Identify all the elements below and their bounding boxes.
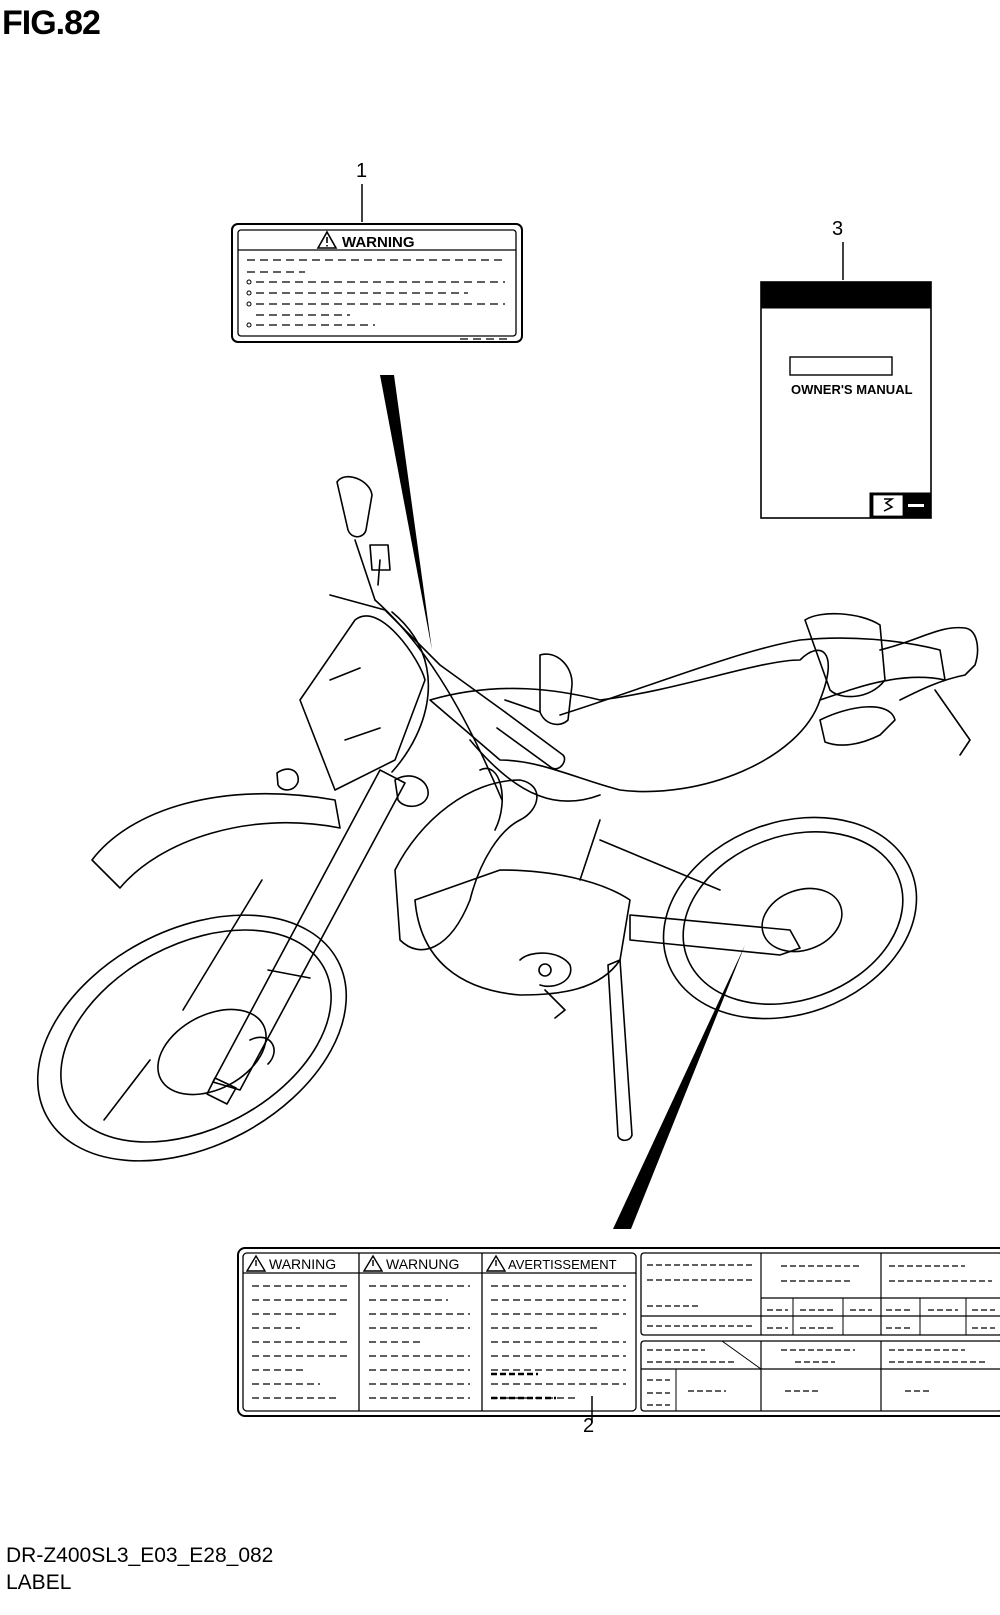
figure-title: FIG.82 — [2, 4, 101, 42]
motorcycle-line-art — [36, 476, 979, 1162]
label-2-panel-en: WARNING — [269, 1256, 336, 1272]
owners-manual-title: OWNER'S MANUAL — [791, 382, 913, 397]
callout-1: 1 — [356, 160, 368, 182]
label-2-panel-de: WARNUNG — [386, 1256, 459, 1272]
section-label: LABEL — [6, 1571, 72, 1594]
warning-triangle-icon — [316, 230, 338, 249]
suzuki-logo-icon — [872, 494, 904, 517]
label-2-panel-fr: AVERTISSEMENT — [508, 1257, 617, 1272]
model-code: DR-Z400SL3_E03_E28_082 — [6, 1544, 274, 1567]
leader-lines — [361, 184, 844, 1422]
pointer-label-2 — [613, 945, 745, 1229]
label-1-heading: WARNING — [342, 234, 415, 251]
label-2-multilingual-sticker — [237, 1247, 1000, 1417]
warning-triangle-icon — [245, 1254, 507, 1272]
label-1-warning-sticker — [231, 223, 523, 343]
callout-3: 3 — [832, 218, 844, 240]
pointer-label-1 — [380, 375, 432, 650]
callout-2: 2 — [583, 1415, 595, 1437]
label-3-owners-manual — [760, 281, 932, 519]
